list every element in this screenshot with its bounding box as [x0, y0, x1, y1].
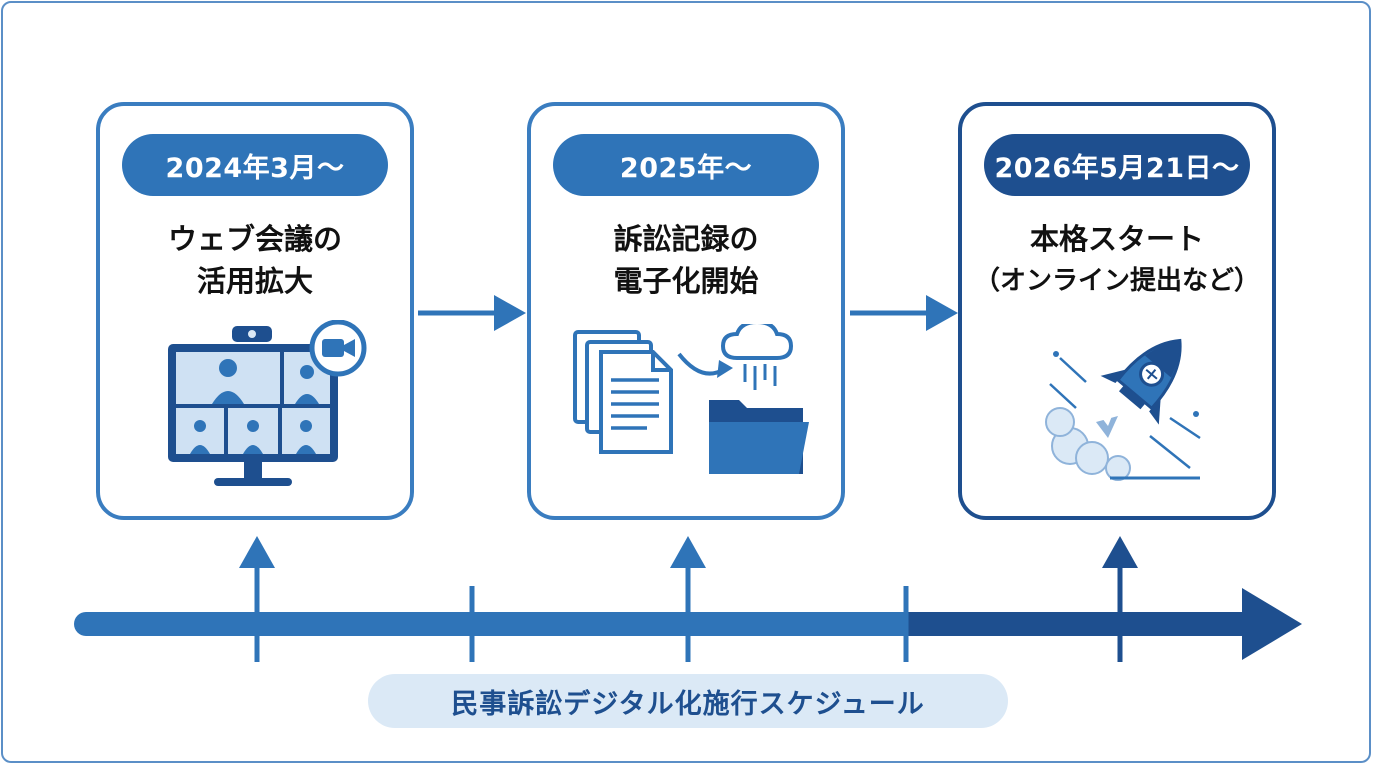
- video-conference-icon: [168, 320, 367, 486]
- connector-arrowhead-2-3: [926, 295, 958, 331]
- stage-card-3: 2026年5月21日〜 本格スタート （オンライン提出など）: [958, 102, 1276, 520]
- stage-title-line: （オンライン提出など）: [973, 266, 1260, 296]
- stage-date-badge: 2024年3月〜: [122, 134, 388, 196]
- stage-date-badge: 2026年5月21日〜: [984, 134, 1250, 196]
- timeline-arrowhead: [1242, 588, 1302, 660]
- stage-title-line: 電子化開始: [613, 264, 759, 298]
- stage-title-line: 本格スタート: [1029, 222, 1204, 256]
- up-arrowhead-stage-2: [670, 536, 706, 568]
- up-arrowhead-stage-1: [239, 536, 275, 568]
- stage-title: ウェブ会議の 活用拡大: [100, 218, 410, 302]
- stage-card-2: 2025年〜 訴訟記録の 電子化開始: [527, 102, 845, 520]
- document-to-cloud-folder-icon: [573, 324, 809, 474]
- schedule-caption: 民事訴訟デジタル化施行スケジュール: [368, 674, 1008, 728]
- stage-title-line: 訴訟記録の: [613, 222, 759, 256]
- stage-title: 訴訟記録の 電子化開始: [531, 218, 841, 302]
- stage-title: 本格スタート （オンライン提出など）: [962, 218, 1272, 302]
- stage-card-1: 2024年3月〜 ウェブ会議の 活用拡大: [96, 102, 414, 520]
- stage-date-badge: 2025年〜: [553, 134, 819, 196]
- rocket-icon: [1045, 338, 1201, 481]
- stage-title-line: 活用拡大: [196, 264, 313, 298]
- connector-arrowhead-1-2: [494, 295, 526, 331]
- stage-title-line: ウェブ会議の: [167, 222, 342, 256]
- up-arrowhead-stage-3: [1102, 536, 1138, 568]
